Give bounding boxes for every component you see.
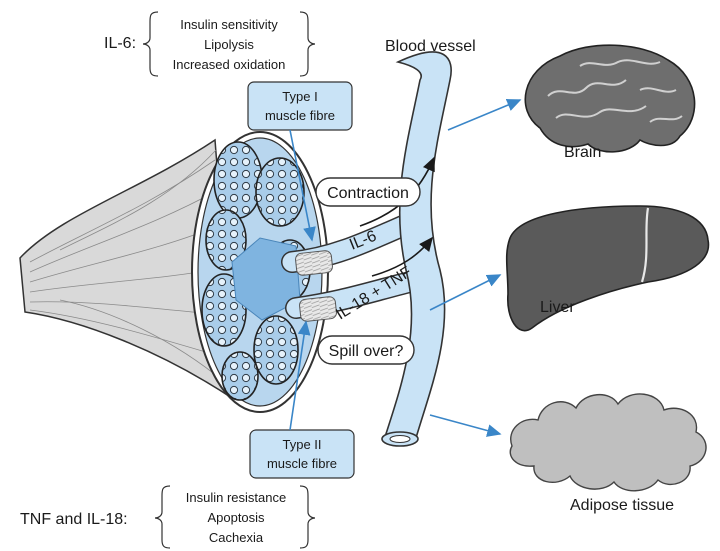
type2-box: Type II muscle fibre xyxy=(250,430,354,478)
type2-line2: muscle fibre xyxy=(267,456,337,471)
tnf-il18-effects: TNF and IL-18: Insulin resistance Apopto… xyxy=(20,486,315,548)
type1-line2: muscle fibre xyxy=(265,108,335,123)
blood-vessel xyxy=(382,52,451,446)
liver-label: Liver xyxy=(540,299,575,316)
adipose-icon xyxy=(510,394,706,491)
brain-label: Brain xyxy=(564,144,601,161)
adipose-label: Adipose tissue xyxy=(570,497,674,514)
il6-effect-2: Lipolysis xyxy=(204,37,254,52)
il6-effect-1: Insulin sensitivity xyxy=(180,17,278,32)
il6-effect-3: Increased oxidation xyxy=(173,57,286,72)
type1-box: Type I muscle fibre xyxy=(248,82,352,130)
spill-over-pill: Spill over? xyxy=(318,336,414,364)
blood-vessel-label: Blood vessel xyxy=(385,38,476,55)
brain-icon xyxy=(525,45,694,152)
tnf-effect-2: Apoptosis xyxy=(207,510,265,525)
contraction-pill: Contraction xyxy=(316,178,420,206)
liver-icon xyxy=(507,206,709,331)
arrow-to-adipose xyxy=(430,415,500,434)
tnf-il18-prefix: TNF and IL-18: xyxy=(20,511,128,528)
type2-line1: Type II xyxy=(282,437,321,452)
tnf-effect-1: Insulin resistance xyxy=(186,490,286,505)
tnf-effect-3: Cachexia xyxy=(209,530,264,545)
il6-effects: IL-6: Insulin sensitivity Lipolysis Incr… xyxy=(104,12,315,76)
spill-over-label: Spill over? xyxy=(329,343,404,360)
arrow-to-brain xyxy=(448,100,520,130)
fascicle xyxy=(222,352,258,400)
il6-prefix: IL-6: xyxy=(104,35,136,52)
type1-line1: Type I xyxy=(282,89,317,104)
fascicle xyxy=(214,142,262,218)
fascicle xyxy=(254,316,298,384)
contraction-label: Contraction xyxy=(327,185,409,202)
fascicle xyxy=(256,158,304,226)
